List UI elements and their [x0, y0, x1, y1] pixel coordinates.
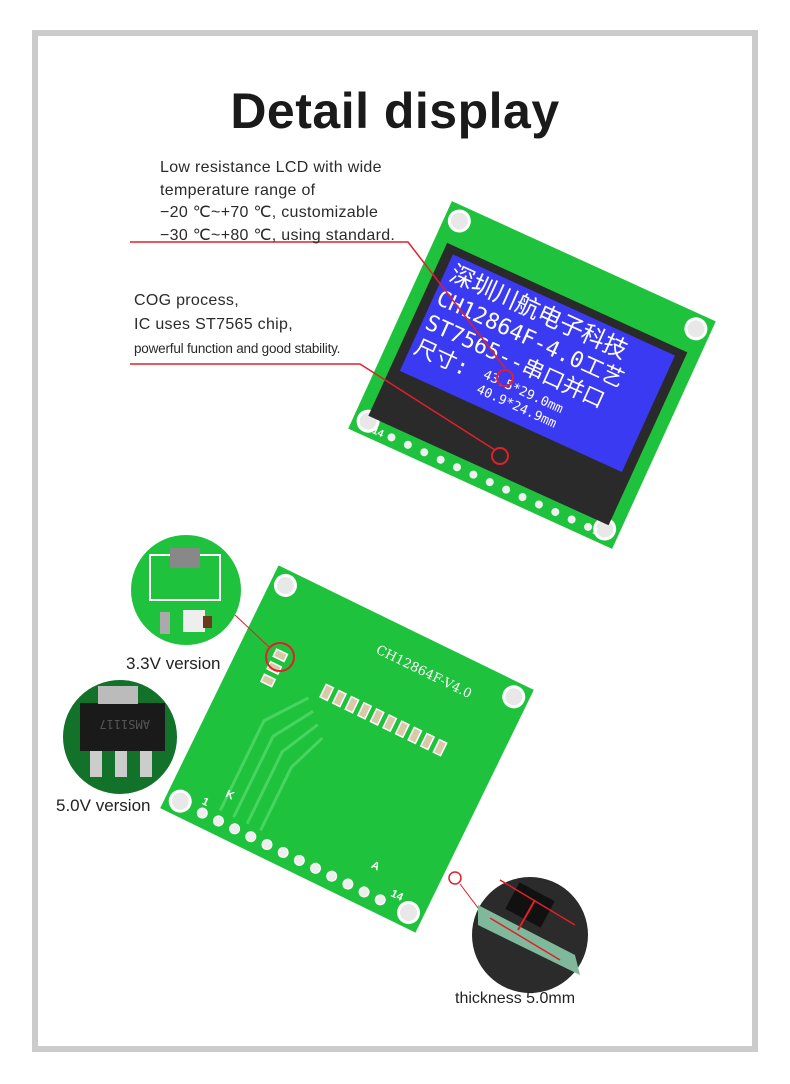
zoom-5v0: AMS1117 — [63, 680, 177, 794]
cog-callout-line: IC uses ST7565 chip, — [134, 316, 293, 333]
page-title: Detail display — [230, 83, 560, 139]
callout-line-cog — [130, 363, 496, 451]
pin-label-1: 1 — [591, 526, 601, 538]
callout-line-lcd — [130, 241, 506, 369]
label-thickness: thickness 5.0mm — [455, 990, 576, 1007]
lcd-callout-line: Low resistance LCD with wide — [160, 159, 382, 176]
lcd-module: 深圳川航电子科技 CH12864F-4.0工艺 ST7565--串口并口 尺寸:… — [348, 201, 716, 549]
page-frame — [32, 30, 758, 1052]
lcd-callout-text: Low resistance LCD with wide temperature… — [160, 157, 395, 247]
label-3v3-version: 3.3V version — [126, 654, 221, 673]
cog-callout-line: COG process, — [134, 292, 239, 309]
zoom-3v3 — [131, 535, 241, 645]
label-5v0-version: 5.0V version — [56, 796, 151, 815]
lcd-callout-line: −30 ℃~+80 ℃, using standard. — [160, 226, 396, 244]
cog-callout-text: COG process, IC uses ST7565 chip, powerf… — [134, 289, 340, 361]
cog-callout-line: powerful function and good stability. — [134, 341, 341, 356]
pcb-pin-14: 14 — [389, 888, 406, 905]
zoom-thickness — [472, 877, 588, 993]
lcd-callout-line: temperature range of — [160, 181, 316, 199]
lcd-screen — [399, 254, 675, 473]
lcd-callout-line: −20 ℃~+70 ℃, customizable — [160, 204, 379, 221]
pcb-pin-1: 1 — [200, 796, 211, 809]
pin-label-14: 14 — [370, 425, 385, 440]
pcb-back: CH12864F-V4.0 1 14 K A — [160, 565, 534, 933]
chip-marking: AMS1117 — [99, 717, 150, 731]
